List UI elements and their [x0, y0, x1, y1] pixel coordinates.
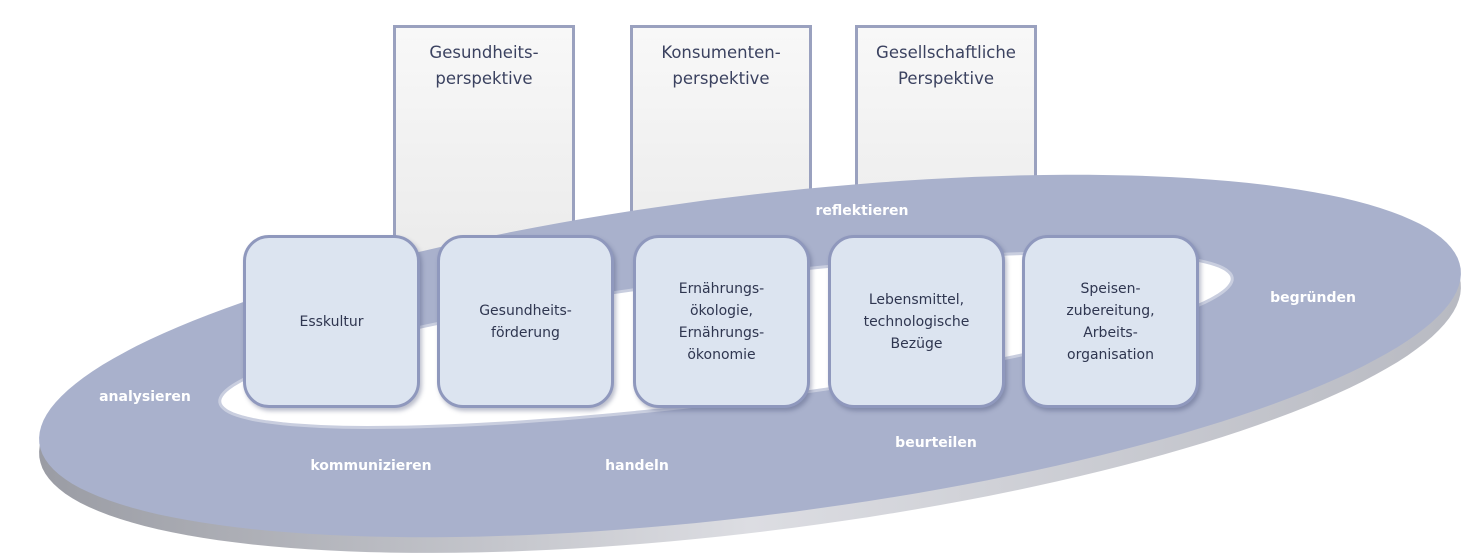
competence-handeln: handeln — [605, 458, 669, 474]
field-gesundheitsfoerderung: Gesundheits- förderung — [437, 235, 614, 408]
field-speisenzubereitung: Speisen- zubereitung, Arbeits- organisat… — [1022, 235, 1199, 408]
panel-label: Gesundheits- perspektive — [429, 43, 539, 88]
field-label: Speisen- zubereitung, Arbeits- organisat… — [1066, 280, 1155, 363]
competence-reflektieren: reflektieren — [815, 203, 909, 219]
field-label: Esskultur — [299, 313, 364, 330]
field-label: Ernährungs- ökologie, Ernährungs- ökonom… — [678, 280, 765, 363]
competence-kommunizieren: kommunizieren — [310, 458, 432, 474]
panel-gesundheitsperspektive: Gesundheits- perspektive — [393, 25, 575, 255]
competence-begruenden: begründen — [1270, 290, 1356, 306]
field-esskultur: Esskultur — [243, 235, 420, 408]
field-label: Lebensmittel, technologische Bezüge — [863, 291, 970, 352]
panel-label: Konsumenten- perspektive — [661, 43, 781, 88]
competence-analysieren: analysieren — [99, 389, 191, 405]
panel-label: Gesellschaftliche Perspektive — [876, 43, 1016, 88]
field-ernaehrungsoekologie: Ernährungs- ökologie, Ernährungs- ökonom… — [633, 235, 810, 408]
field-lebensmittel: Lebensmittel, technologische Bezüge — [828, 235, 1005, 408]
field-label: Gesundheits- förderung — [479, 302, 572, 341]
competence-beurteilen: beurteilen — [895, 435, 977, 451]
